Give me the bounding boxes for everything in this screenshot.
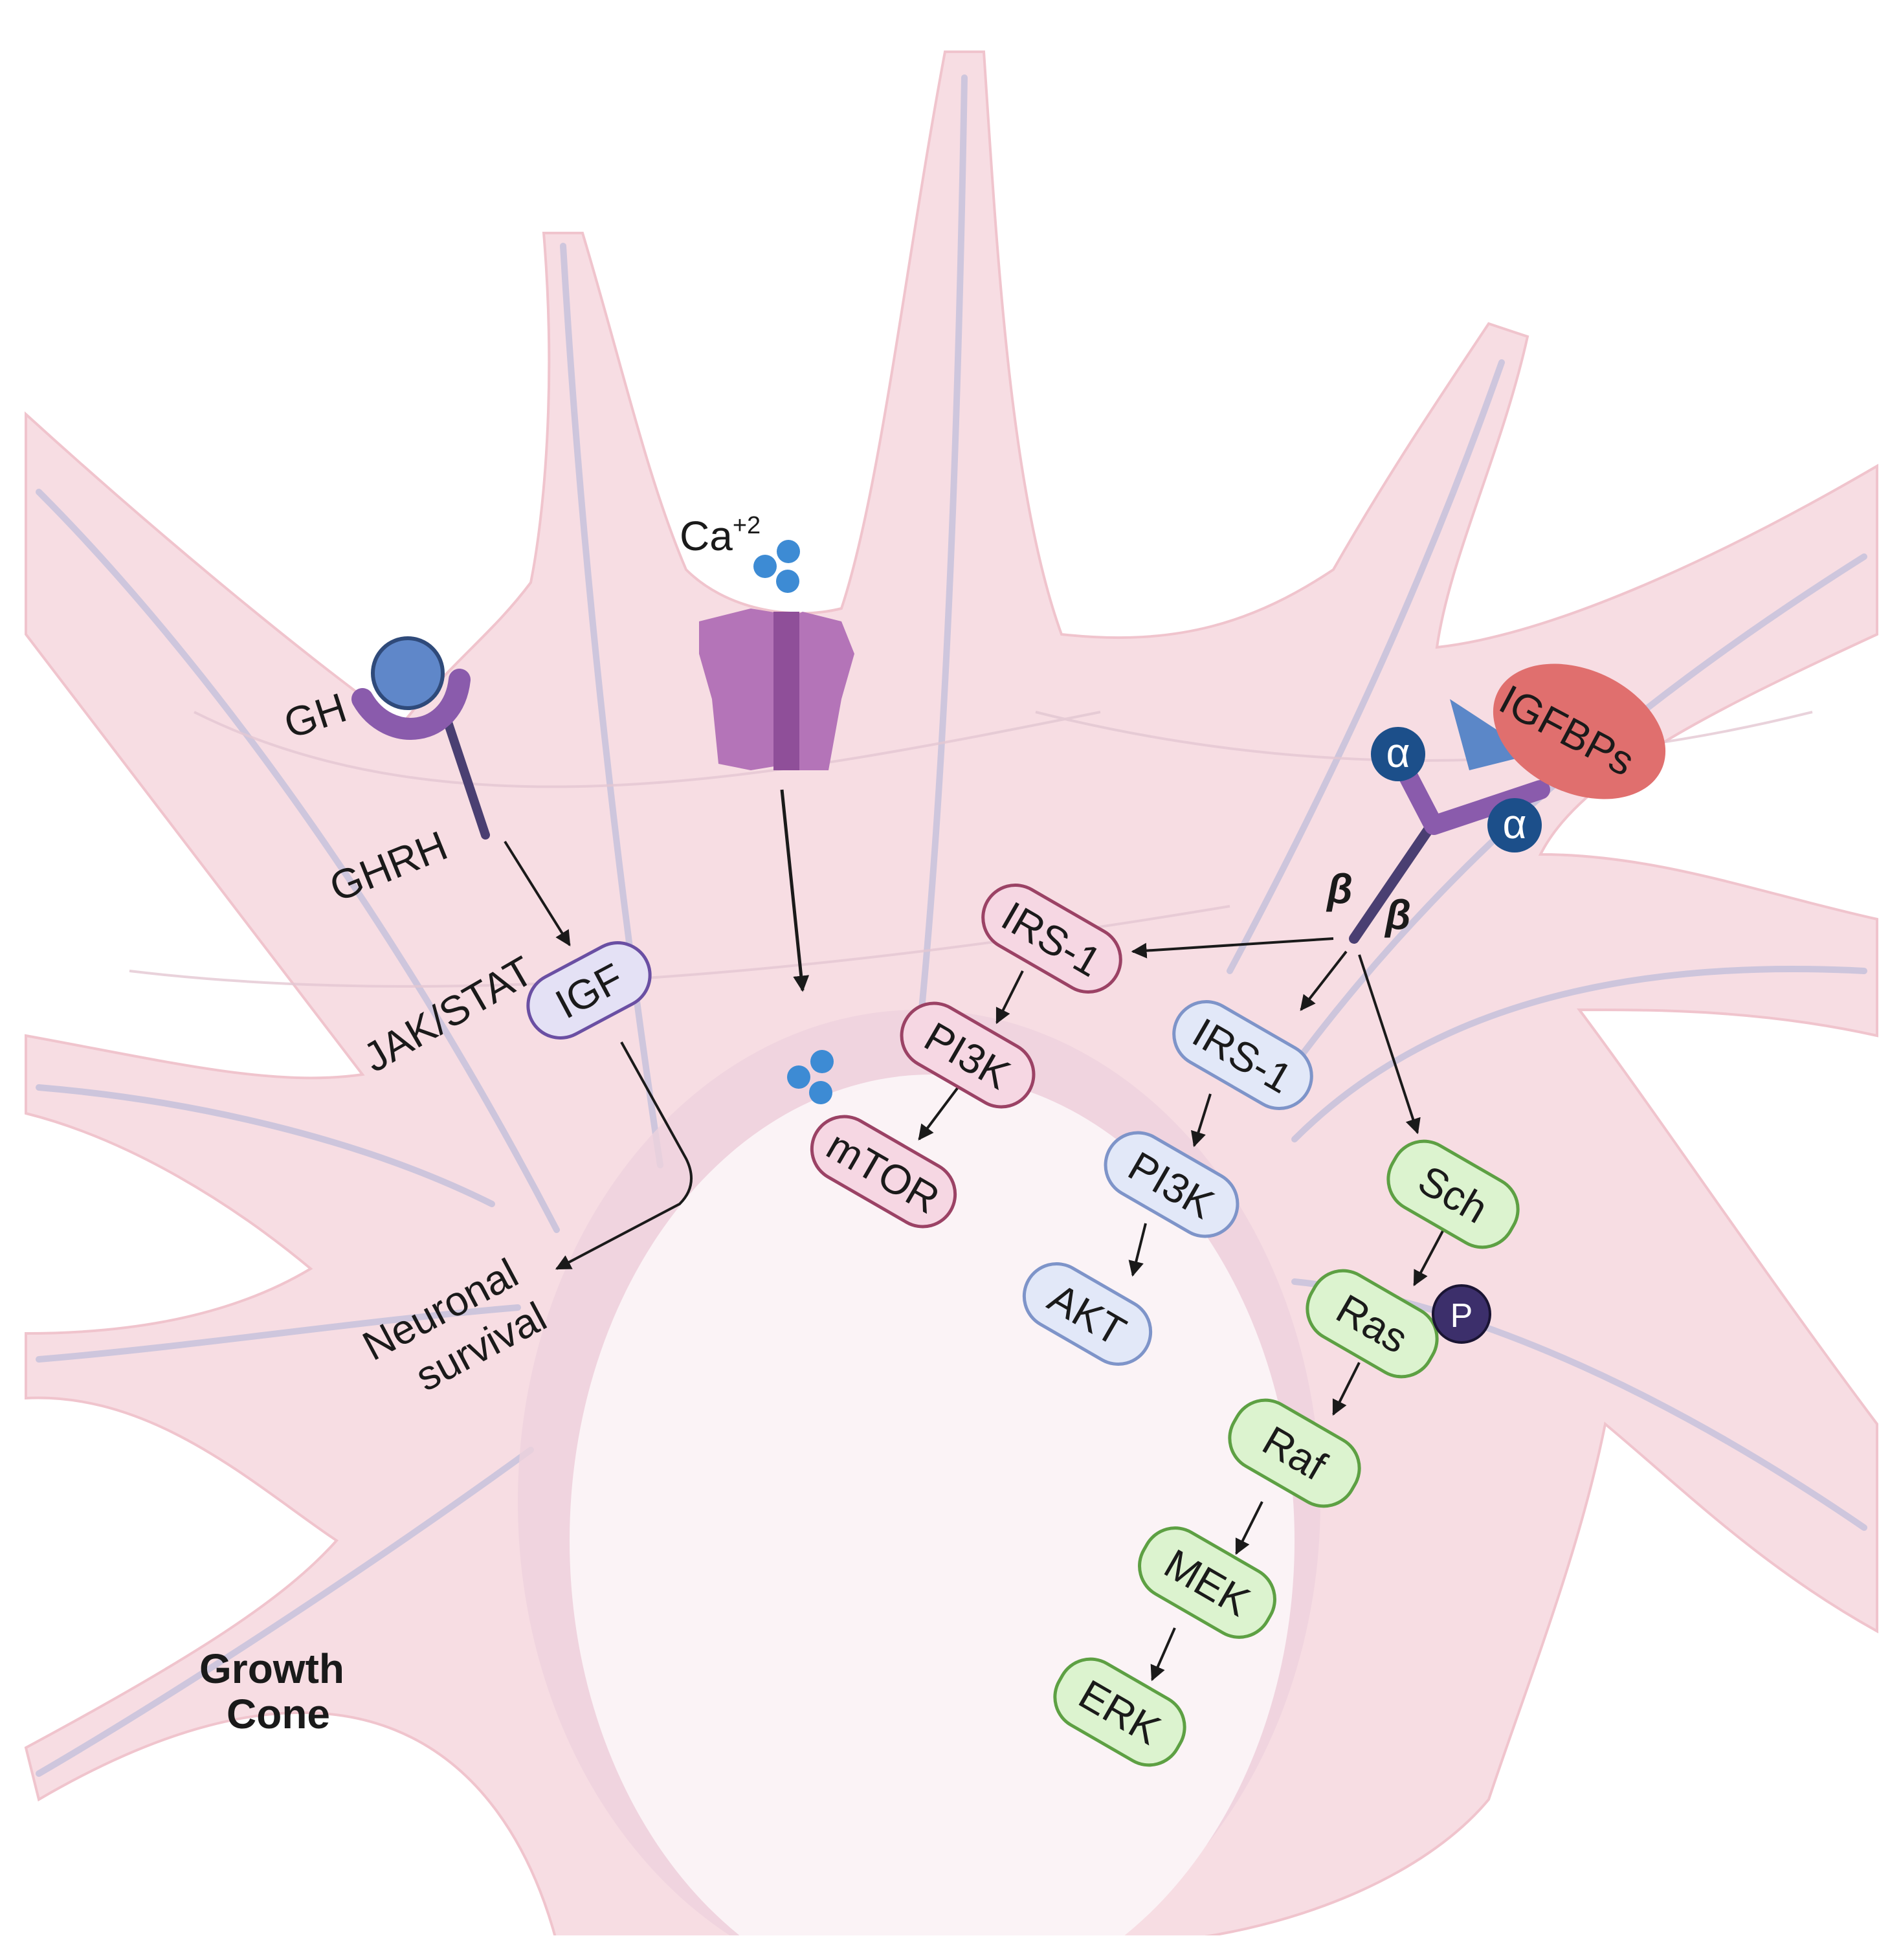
node-irs1-pink: IRS-1	[981, 884, 1122, 994]
gh-receptor-icon	[351, 636, 490, 840]
alpha-right-label: α	[1503, 801, 1527, 847]
node-raf: Raf	[1228, 1398, 1361, 1508]
calcium-ion-icon	[753, 540, 800, 593]
alpha-subunit-left	[1371, 727, 1425, 781]
beta-right-label: β	[1384, 891, 1411, 938]
pathway-arrows	[504, 789, 1445, 1682]
phosphate-icon: P	[1432, 1284, 1491, 1344]
growth-label: Growth	[199, 1645, 344, 1692]
gh-ligand-icon	[371, 636, 445, 710]
node-ras: Ras	[1306, 1269, 1439, 1379]
beta-left-label: β	[1326, 865, 1353, 912]
igf1-receptor-icon: IGFBPs α α β β	[1326, 663, 1666, 944]
alpha-subunit-right	[1487, 798, 1542, 852]
growth-cone-cell	[0, 50, 1901, 1960]
igfbps-oval	[1493, 663, 1666, 799]
calcium-label: Ca+2	[680, 512, 761, 559]
microtubules	[36, 74, 1867, 1777]
cone-label: Cone	[227, 1691, 330, 1737]
alpha-left-label: α	[1386, 729, 1410, 776]
calcium-channel-icon	[699, 608, 854, 770]
cell-membrane	[24, 50, 1878, 1943]
phosphate-label: P	[1451, 1297, 1473, 1335]
calcium-ion-icon	[787, 1050, 834, 1104]
node-sch: Sch	[1386, 1139, 1520, 1249]
